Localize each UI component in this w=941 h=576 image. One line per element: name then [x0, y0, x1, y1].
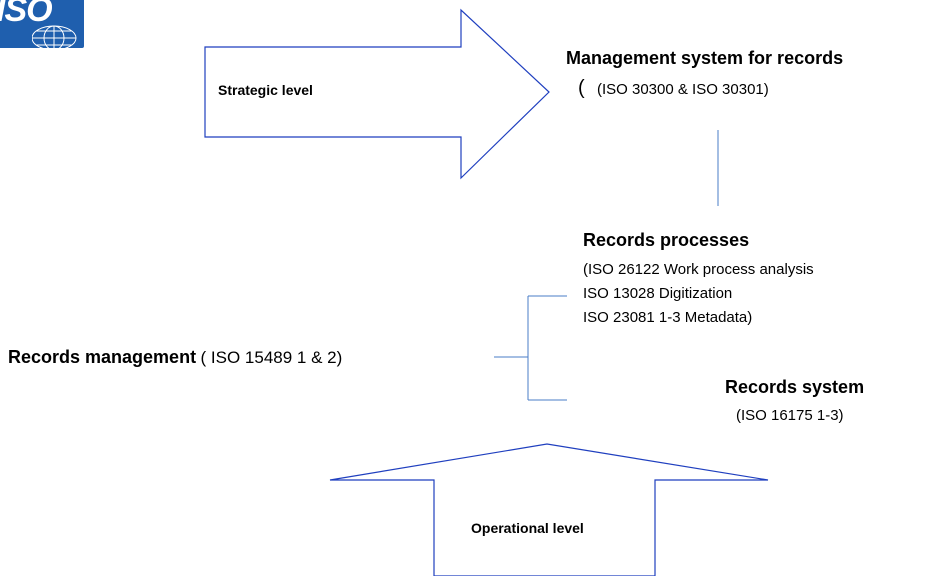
management-system-paren: ( [578, 77, 585, 99]
globe-icon [32, 25, 77, 48]
operational-arrow [329, 443, 769, 576]
records-system-standards: (ISO 16175 1-3) [736, 407, 844, 424]
logo-text: ISO [0, 0, 53, 29]
records-management: Records management ( ISO 15489 1 & 2) [8, 347, 342, 368]
records-system-title: Records system [725, 377, 865, 397]
strategic-arrow [204, 8, 550, 180]
operational-level-label: Operational level [471, 520, 584, 536]
records-processes-title: Records processes [583, 230, 750, 250]
management-system-standards: (ISO 30300 & ISO 30301) [597, 81, 769, 98]
strategic-level-label: Strategic level [218, 82, 313, 98]
records-management-standards: ( ISO 15489 1 & 2) [200, 348, 343, 367]
iso-logo: ISO [0, 0, 84, 48]
records-processes-line-1: (ISO 26122 Work process analysis [583, 261, 814, 278]
records-processes-line-3: ISO 23081 1-3 Metadata) [583, 309, 753, 326]
records-management-title: Records management [8, 347, 197, 367]
records-processes-line-2: ISO 13028 Digitization [583, 285, 733, 302]
management-system-title: Management system for records [566, 48, 844, 68]
